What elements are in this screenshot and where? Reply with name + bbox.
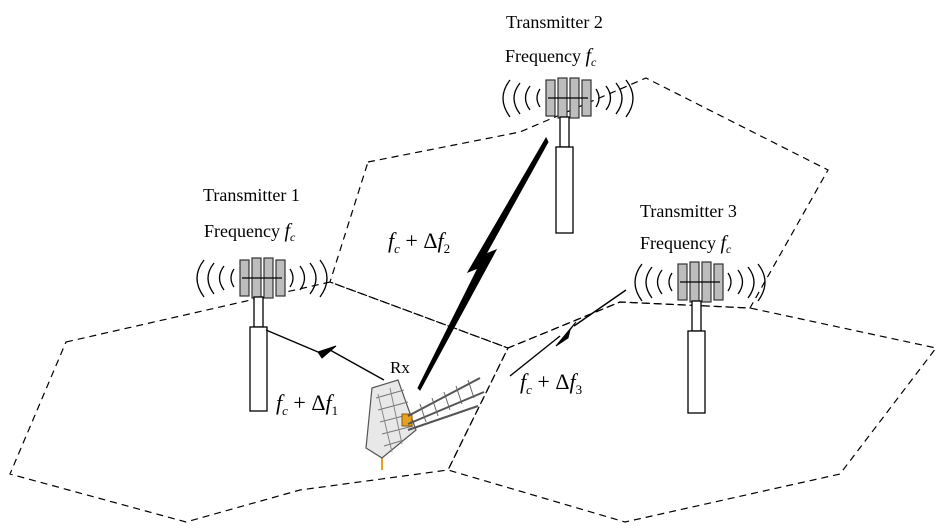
cell-top	[329, 77, 829, 349]
link-2-label: fc + Δf2	[388, 228, 450, 256]
link-3-bolt	[509, 289, 627, 377]
transmitter-2-name: Transmitter 2	[506, 12, 603, 32]
receiver-label: Rx	[390, 358, 410, 377]
link-1-bolt	[265, 329, 385, 381]
link-3-label: fc + Δf3	[520, 369, 582, 397]
receiver-antenna	[365, 377, 485, 470]
transmitter-3-tower	[634, 261, 766, 414]
cell-grid	[9, 77, 936, 523]
transmitter-3-frequency: Frequency fc	[640, 232, 732, 256]
transmitter-3-name: Transmitter 3	[640, 201, 737, 221]
transmitter-1-frequency: Frequency fc	[204, 220, 296, 244]
link-2-bolt	[417, 136, 549, 391]
transmitter-1-name: Transmitter 1	[203, 185, 300, 205]
transmitter-2-tower	[502, 77, 634, 234]
transmitter-1-tower	[196, 257, 328, 412]
cell-right	[447, 301, 936, 523]
link-1-label: fc + Δf1	[276, 390, 338, 418]
transmitter-2-frequency: Frequency fc	[505, 45, 597, 69]
cell-left	[9, 281, 509, 523]
